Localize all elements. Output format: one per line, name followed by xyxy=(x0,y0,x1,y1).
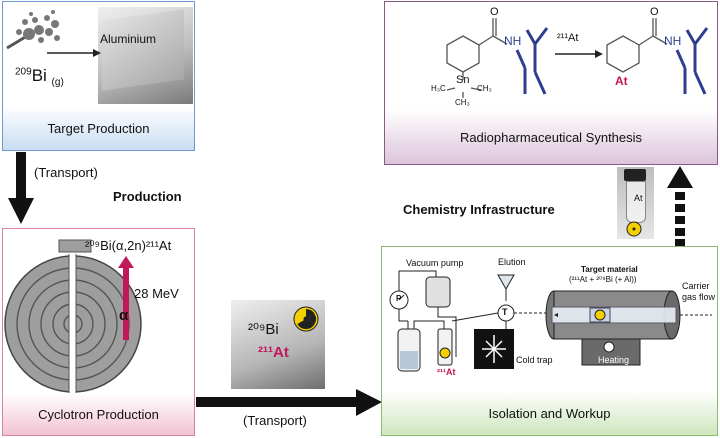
bismuth-mass-number: 209 xyxy=(15,66,32,78)
oxygen-left-label: O xyxy=(490,6,499,18)
aluminium-foil-photo: Aluminium xyxy=(98,7,193,104)
sample-bismuth-label: ²⁰⁹Bi xyxy=(248,321,279,338)
cyclotron-production-label: Cyclotron Production xyxy=(3,393,194,435)
dashed-up-arrow-icon xyxy=(667,166,693,246)
pressure-gauge-label: P xyxy=(396,294,402,303)
bismuth-state: (g) xyxy=(51,77,64,88)
irradiated-target-photo: ²⁰⁹Bi ²¹¹At xyxy=(231,300,325,389)
vial-label: At xyxy=(634,193,643,203)
isolation-apparatus-image xyxy=(389,270,712,372)
isolation-workup-label: Isolation and Workup xyxy=(382,391,717,435)
target-production-panel: 209Bi (g) Aluminium Target Production xyxy=(2,1,195,151)
methyl-left-label: H₃C xyxy=(431,84,446,93)
cold-trap-label: Cold trap xyxy=(516,355,553,365)
chemistry-infrastructure-label: Chemistry Infrastructure xyxy=(403,202,555,217)
oxygen-right-label: O xyxy=(650,6,659,18)
vial-photo: At xyxy=(617,167,654,239)
reaction-scheme-image xyxy=(446,18,709,98)
isolation-workup-panel: Vacuum pump Elution Target material (²¹¹… xyxy=(381,246,718,436)
sample-astatine-label: ²¹¹At xyxy=(258,344,289,361)
nuclear-reaction-label: ²⁰⁹Bi(α,2n)²¹¹At xyxy=(85,238,172,253)
production-label: Production xyxy=(113,189,182,204)
astatine-product-label: At xyxy=(615,74,628,88)
cyclotron-production-panel: ²⁰⁹Bi(α,2n)²¹¹At 28 MeV α Cyclotron Prod… xyxy=(2,228,195,436)
bismuth-symbol: Bi xyxy=(31,66,47,85)
alpha-particle-label: α xyxy=(119,307,129,324)
astatine-reagent-label: ²¹¹At xyxy=(557,32,579,44)
beam-energy-arrow-icon xyxy=(118,256,134,340)
amide-nh-left-label: NH xyxy=(504,34,522,48)
aluminium-label: Aluminium xyxy=(100,32,157,46)
target-production-label: Target Production xyxy=(3,106,194,150)
radiation-icon xyxy=(293,306,319,332)
bismuth-pellets-image xyxy=(6,10,60,50)
vial-radiation-icon xyxy=(626,221,642,237)
methyl-right-label: CH₃ xyxy=(477,84,492,93)
target-material-label: Target material xyxy=(581,265,638,274)
radiopharmaceutical-panel: O NH Sn H₃C CH₃ CH₃ ²¹¹At O NH At Radiop… xyxy=(384,1,718,165)
arrow-to-foil-icon xyxy=(47,49,101,57)
astatine-collection-label: ²¹¹At xyxy=(437,367,456,377)
vacuum-pump-label: Vacuum pump xyxy=(406,258,464,268)
radiopharmaceutical-synthesis-label: Radiopharmaceutical Synthesis xyxy=(385,110,717,164)
tin-label: Sn xyxy=(456,74,470,86)
transport-label-2: (Transport) xyxy=(243,413,307,428)
methyl-bottom-label: CH₃ xyxy=(455,98,470,107)
beam-energy-label: 28 MeV xyxy=(134,286,179,301)
elution-label: Elution xyxy=(498,257,526,267)
bismuth-label: 209Bi (g) xyxy=(15,66,64,88)
cyclotron-dees-image xyxy=(4,239,142,396)
t-valve-label: T xyxy=(502,307,508,317)
transport-right-arrow-icon xyxy=(196,389,382,416)
amide-nh-right-label: NH xyxy=(664,34,682,48)
target-material-composition-label: (²¹¹At + ²⁰⁹Bi (+ Al)) xyxy=(569,275,637,284)
heating-label: Heating xyxy=(598,355,630,365)
carrier-gas-label: Carrier gas flow xyxy=(682,281,716,302)
transport-label-1: (Transport) xyxy=(34,165,98,180)
transport-down-arrow-icon xyxy=(8,152,34,224)
